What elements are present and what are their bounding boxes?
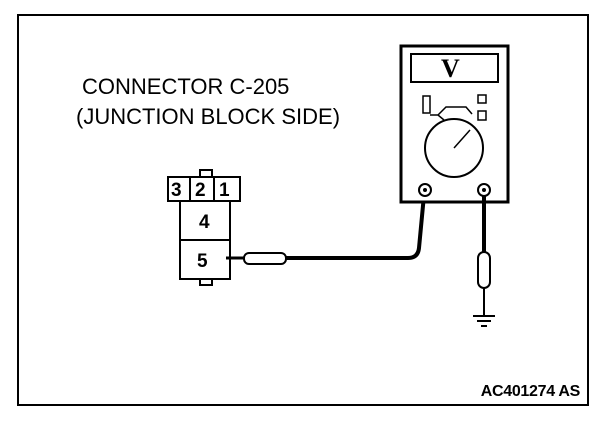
meter-small-switch-left bbox=[422, 95, 431, 114]
pin-5-label: 5 bbox=[197, 251, 208, 272]
meter-small-button-bottom bbox=[477, 110, 487, 121]
connector-pin-5-cell bbox=[179, 239, 231, 280]
back-probe bbox=[226, 252, 287, 265]
meter-small-button-top bbox=[477, 94, 487, 104]
connector-title: CONNECTOR C-205 bbox=[82, 74, 290, 99]
meter-dial-pointer bbox=[453, 129, 471, 149]
pin-4-label: 4 bbox=[199, 212, 210, 233]
pin-1-label: 1 bbox=[219, 180, 230, 201]
meter-display-letter: V bbox=[441, 54, 460, 83]
figure-id: AC401274 AS bbox=[480, 383, 581, 400]
negative-test-lead bbox=[477, 196, 491, 308]
connector-subtitle: (JUNCTION BLOCK SIDE) bbox=[76, 104, 341, 129]
connector-pin-row bbox=[167, 176, 241, 202]
meter-dial-markings bbox=[430, 106, 473, 121]
pin-2-label: 2 bbox=[195, 180, 206, 201]
ground-icon bbox=[473, 308, 495, 327]
connector-pin-4-cell bbox=[179, 200, 231, 241]
positive-test-lead bbox=[286, 194, 426, 260]
voltmeter: V bbox=[399, 44, 510, 204]
connector-c205 bbox=[167, 169, 241, 286]
meter-display bbox=[410, 53, 499, 83]
pin-3-label: 3 bbox=[171, 180, 182, 201]
